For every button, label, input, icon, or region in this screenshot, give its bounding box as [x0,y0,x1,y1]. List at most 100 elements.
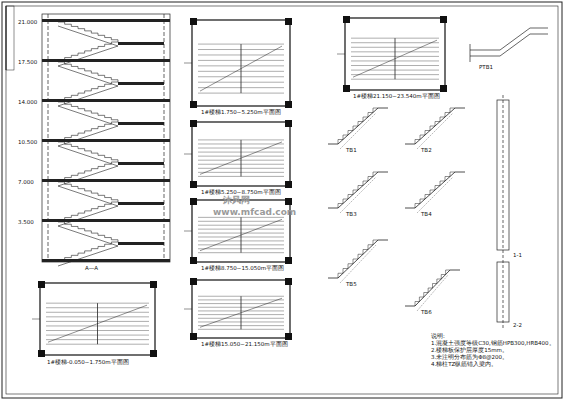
stair-flight [58,142,118,166]
tread [198,299,284,300]
break-line [200,142,282,174]
drawing-title: 1#楼梯8.750~15.050m平面图 [200,265,285,271]
tread [198,240,284,241]
tread [351,47,439,48]
tread [198,233,284,234]
stair-flight [58,162,118,186]
floor-slab [42,59,170,62]
tread [198,318,284,319]
tread [198,87,284,88]
drawing-title: TB6 [420,309,433,315]
dim-line [32,319,40,320]
landing-slab [118,82,164,85]
step-profile [338,172,378,208]
tread [198,76,284,77]
tread [351,38,439,39]
tread [351,65,439,66]
dim-line [184,231,192,232]
tread [46,307,149,308]
tread [198,244,284,245]
column [190,257,197,264]
drawing-title: 2-2 [512,322,523,328]
tread [198,225,284,226]
stair-flight [58,222,118,246]
stair-plan [192,280,290,338]
drawing-title: PTB1 [478,64,494,70]
drawing-title: 1#楼梯15.050~21.150m平面图 [200,341,289,347]
column [285,198,292,205]
elevation-label: 3.500 [17,219,35,225]
tread [198,71,284,72]
column [190,18,197,25]
break-line [48,305,147,342]
tread [198,248,284,249]
break-line [200,298,282,327]
stair-flight [58,242,118,266]
tread [198,325,284,326]
tread [198,152,284,153]
dim-line [184,63,192,64]
drawing-title: TB2 [420,147,433,153]
stair-flight [58,22,118,46]
tread [46,321,149,322]
landing-slab [118,202,164,205]
dim-line [184,154,192,155]
stair-flight [58,62,118,86]
tread [46,303,149,304]
tread [198,296,284,297]
tread [198,65,284,66]
tread [198,49,284,50]
tread [351,79,439,80]
column [285,18,292,25]
step-profile [338,240,378,278]
note-text: 2.楼梯板保护层厚度15mm。 [430,347,509,353]
tread [198,329,284,330]
tread [198,82,284,83]
step-profile [338,108,378,144]
note-text: 4.梯柱TZ纵筋锚入梁内。 [430,361,498,367]
landing-slab [118,242,164,245]
column [38,350,45,357]
tread [198,229,284,230]
landing-slab [118,42,164,45]
floor-slab [42,139,170,142]
drawing-title: 1-1 [512,252,523,258]
slab-detail [328,108,388,144]
rebar [417,113,453,149]
landing-slab [118,162,164,165]
rebar [417,177,453,213]
dim-line [184,309,192,310]
tread [46,316,149,317]
tread [198,168,284,169]
tread [198,307,284,308]
tread [351,51,439,52]
tread [198,164,284,165]
tread [351,70,439,71]
tread [198,310,284,311]
floor-slab [42,219,170,222]
step-profile [415,108,455,144]
column [343,16,350,23]
column [190,198,197,205]
floor-slab [42,99,170,102]
column [190,278,197,285]
floor-slab [42,259,170,262]
note-text: 3.未注明分布筋为Φ8@200。 [430,354,509,360]
stair-plan [192,20,290,106]
landing-slab [118,122,164,125]
note-text: 说明: [430,333,446,339]
elevation-label: 7.000 [17,179,35,185]
drawing-title: 1#楼梯5.250~8.750m平面图 [200,189,282,195]
stair-plan [40,283,155,355]
tread [198,148,284,149]
tread [198,156,284,157]
drawing-title: 1#楼梯1.750~5.250m平面图 [200,109,282,115]
tread [198,217,284,218]
rebar [340,245,376,283]
tread [198,143,284,144]
break-line [200,219,282,250]
column [285,333,292,340]
step-profile [415,172,455,208]
rebar [340,113,376,149]
stair-flight [58,182,118,206]
